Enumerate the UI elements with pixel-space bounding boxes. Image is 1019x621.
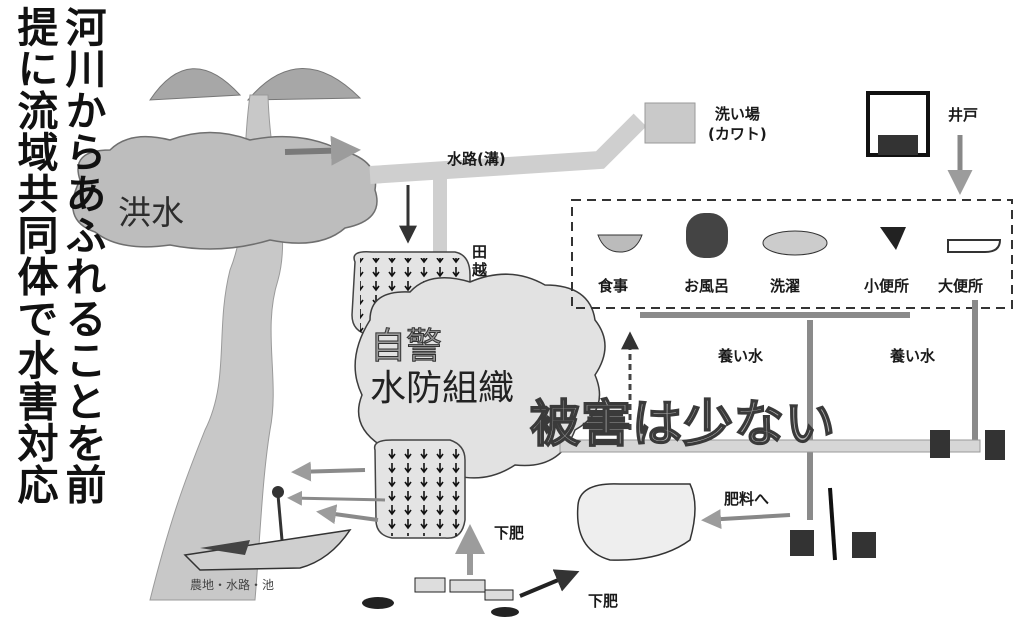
label-nourish-water-1: 養い水 bbox=[718, 347, 764, 365]
label-night-soil-2: 下肥 bbox=[588, 592, 619, 610]
mountain-left-shape bbox=[149, 68, 242, 101]
org-label-line2: 水防組織 bbox=[370, 368, 515, 409]
vertical-title-col1: 河川からあふれることを前 bbox=[58, 6, 106, 506]
bath-tub-icon bbox=[686, 213, 728, 258]
label-tagoshi-l1: 田 bbox=[472, 243, 488, 261]
flood-cloud-shape bbox=[72, 131, 378, 250]
vertical-title-col2: 提に流域共同体で水害対応 bbox=[10, 6, 58, 506]
label-well: 井戸 bbox=[948, 106, 979, 124]
label-washplace: 洗い場 (カワト) bbox=[708, 104, 767, 144]
label-washplace-l1: 洗い場 bbox=[714, 105, 760, 123]
meal-bowl-icon bbox=[597, 234, 643, 253]
drain-lines bbox=[640, 300, 978, 520]
fertilizer-pit-shape bbox=[576, 483, 696, 561]
label-toilet: 大便所 bbox=[938, 277, 984, 295]
mountain-right-shape bbox=[246, 68, 362, 101]
label-to-fertilizer: 肥料へ bbox=[724, 490, 770, 508]
washplace-box bbox=[644, 102, 696, 144]
boat-shape bbox=[183, 529, 352, 571]
label-washplace-l2: (カワト) bbox=[708, 125, 767, 143]
label-waterway: 水路(溝) bbox=[447, 150, 506, 168]
label-bottom-caption: 農地・水路・池 bbox=[190, 578, 275, 592]
label-tagoshi: 田 越 bbox=[472, 243, 487, 279]
household-box bbox=[571, 199, 1013, 309]
toilet-icon bbox=[947, 239, 1002, 253]
flood-label: 洪水 bbox=[118, 193, 184, 232]
waterway-channel bbox=[369, 113, 647, 184]
label-meal: 食事 bbox=[598, 277, 629, 295]
org-cloud-shape bbox=[354, 273, 606, 479]
label-bath: お風呂 bbox=[684, 277, 730, 295]
label-tagoshi-l2: 越 bbox=[472, 261, 488, 279]
org-label-line1: 自警 bbox=[369, 326, 443, 368]
org-label: 自警 水防組織 bbox=[369, 326, 515, 410]
label-night-soil-1: 下肥 bbox=[494, 524, 525, 542]
label-nourish-water-2: 養い水 bbox=[890, 347, 936, 365]
overlay-damage-text: 被害は少ない bbox=[529, 394, 836, 454]
label-laundry: 洗濯 bbox=[770, 277, 801, 295]
urinal-icon bbox=[880, 227, 906, 250]
label-urinal: 小便所 bbox=[864, 277, 910, 295]
laundry-tub-icon bbox=[762, 230, 828, 256]
